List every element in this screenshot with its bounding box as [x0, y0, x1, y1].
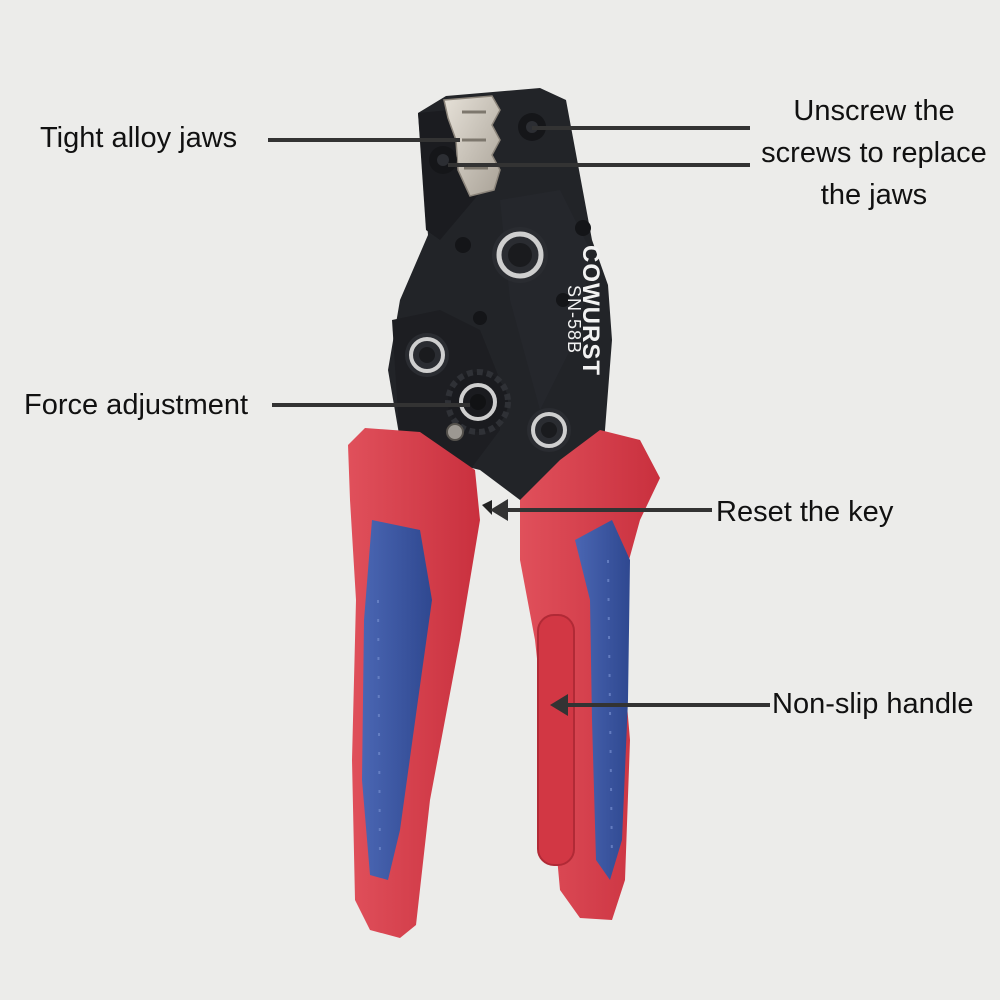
pivot-clip	[527, 408, 571, 452]
rivet	[556, 293, 570, 307]
pivot-clip	[492, 227, 548, 283]
callout-label-tight-alloy-jaws: Tight alloy jaws	[40, 122, 238, 154]
rivet	[455, 237, 471, 253]
grip-recess	[537, 614, 575, 866]
arrowhead-handle	[550, 694, 568, 716]
callout-label-unscrew-line2: screws to replace	[761, 137, 987, 169]
force-adjustment-wheel	[445, 369, 511, 441]
callout-label-unscrew-line3: the jaws	[820, 179, 928, 211]
callout-lines	[268, 126, 770, 707]
right-handle	[520, 430, 660, 920]
arrowhead-reset	[490, 499, 508, 521]
callout-label-unscrew-line1: Unscrew the	[793, 95, 955, 127]
pivot-clip	[405, 333, 449, 377]
rivet	[473, 311, 487, 325]
brand-text: COWURST	[577, 245, 604, 376]
reset-key	[482, 500, 492, 515]
callout-arrowheads	[490, 499, 568, 716]
left-handle	[348, 428, 480, 938]
callout-label-non-slip-handle: Non-slip handle	[772, 688, 974, 720]
callout-label-force-adjustment: Force adjustment	[24, 389, 249, 421]
callout-label-reset-key: Reset the key	[716, 496, 894, 528]
model-text: SN-58B	[564, 285, 584, 354]
rivet	[575, 220, 591, 236]
jaw-screw-bottom	[429, 146, 457, 174]
